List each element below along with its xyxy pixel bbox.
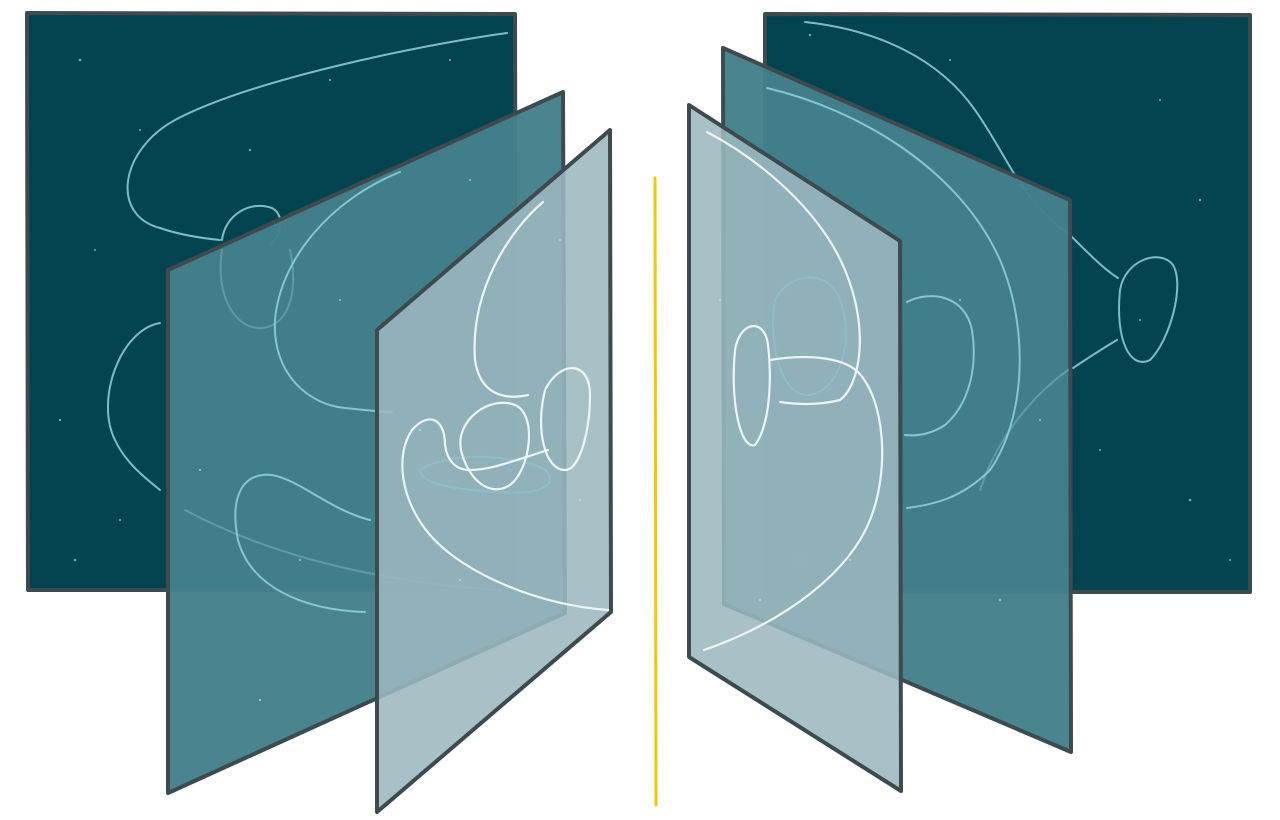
left-back-stars xyxy=(58,58,451,562)
right-front-loop xyxy=(732,325,771,447)
left-back-filament-2 xyxy=(106,322,161,491)
left-front-filament-2 xyxy=(410,418,550,472)
left-front-stars xyxy=(419,239,581,581)
left-front-ghost-loop xyxy=(418,455,551,494)
left-middle-ghost-loop xyxy=(219,249,295,330)
right-middle-filament xyxy=(766,87,1021,509)
left-front-loop-a xyxy=(459,401,531,491)
right-middle-stars xyxy=(799,299,1041,602)
right-middle-ghost-arc xyxy=(979,369,1069,491)
left-middle-filament xyxy=(273,171,401,413)
right-back-filament-2 xyxy=(1072,339,1118,369)
right-front-filament-2 xyxy=(702,356,884,652)
right-slice-stack xyxy=(687,12,1252,793)
left-slice-stack xyxy=(25,11,613,814)
left-front-filament xyxy=(473,200,545,398)
left-middle-filament-2 xyxy=(234,473,371,613)
left-front-slice xyxy=(375,128,613,814)
right-front-filament xyxy=(705,130,861,406)
left-back-filament xyxy=(126,32,508,241)
right-front-stars xyxy=(719,299,851,601)
right-back-loop xyxy=(1118,256,1179,363)
left-front-filament-3 xyxy=(401,428,610,612)
right-middle-loop xyxy=(904,295,975,437)
center-divider-line xyxy=(653,176,658,807)
right-back-filament xyxy=(804,21,1119,279)
right-back-stars xyxy=(808,33,1231,561)
left-front-loop-b xyxy=(539,367,592,472)
right-front-ghost-loop xyxy=(772,276,847,397)
